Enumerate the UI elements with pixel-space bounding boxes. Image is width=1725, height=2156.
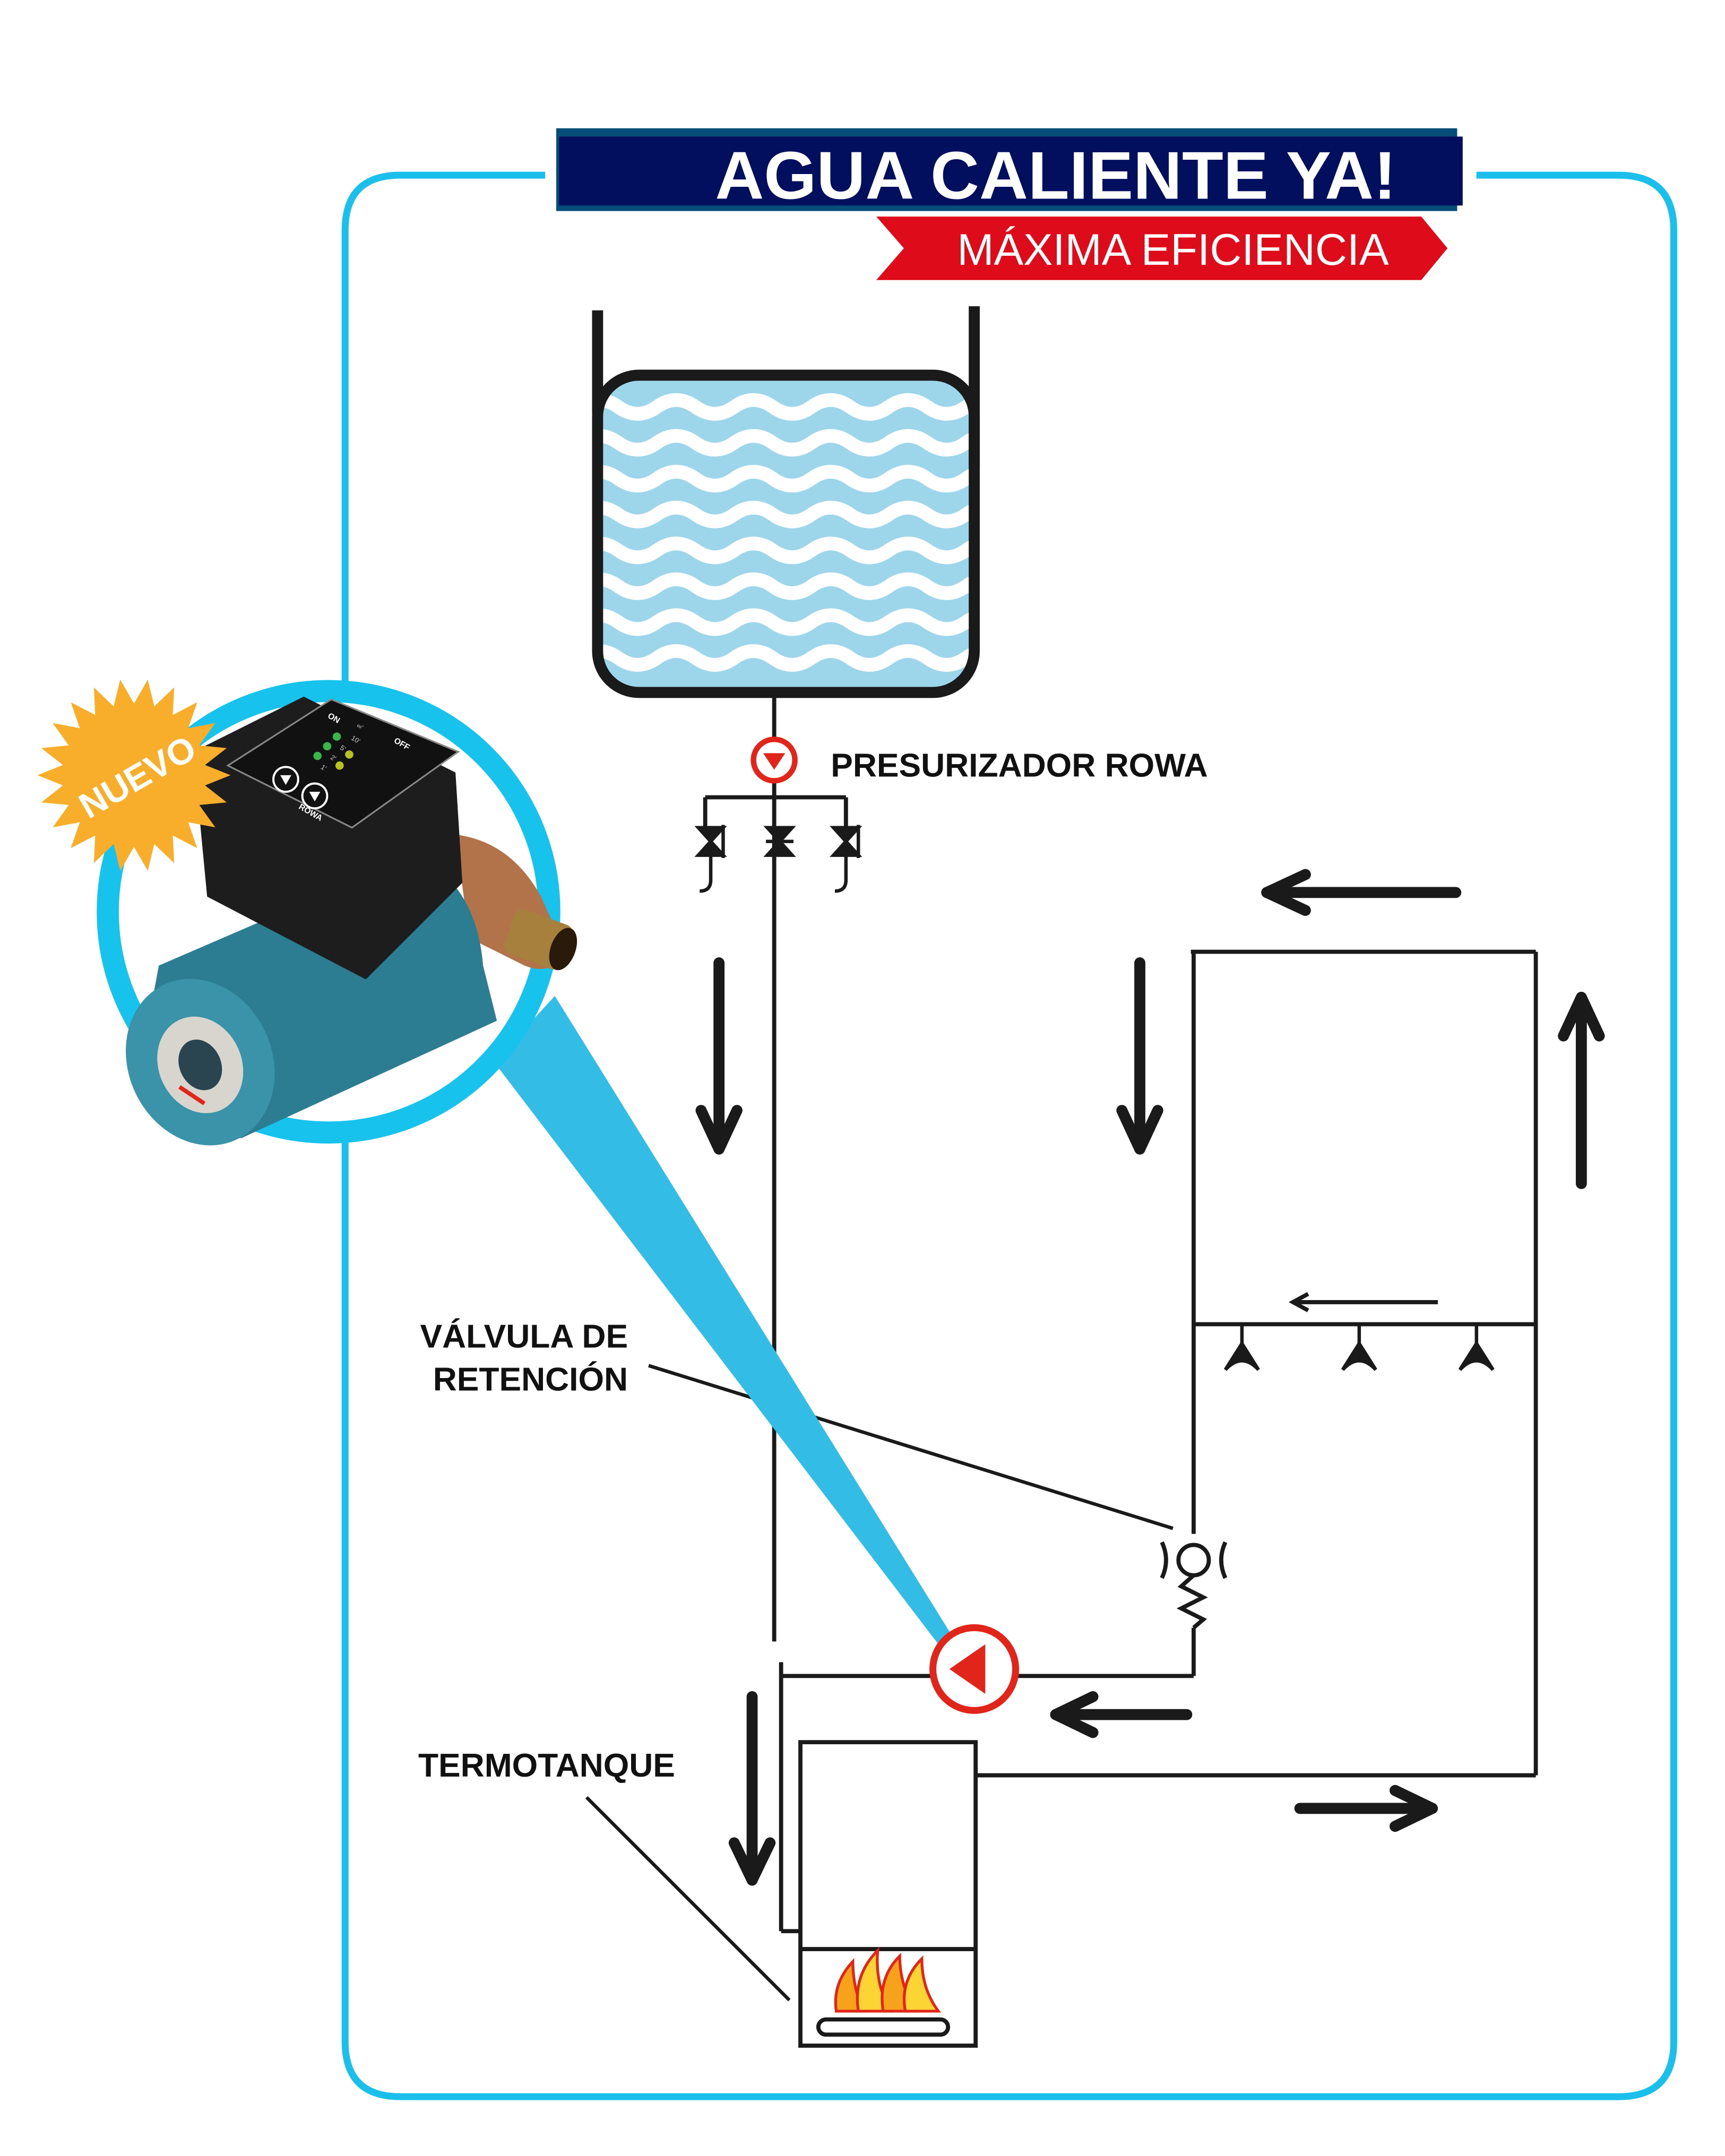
manifold-valves (694, 825, 862, 893)
circulation-pump-icon (929, 1624, 1020, 1714)
wave (601, 429, 970, 457)
wave (601, 644, 970, 672)
water-tank (592, 306, 980, 698)
arrow-left-icon (1288, 1292, 1438, 1312)
frame-border (341, 171, 1677, 2100)
arrow-down-icon (695, 957, 743, 1155)
wave (601, 500, 970, 529)
new-badge: NUEVO (37, 679, 231, 871)
wave (601, 536, 970, 565)
subtitle: MÁXIMA EFICIENCIA (957, 225, 1389, 274)
product-pump-image: ON OFF ∞' 10' 5' 2' 1' ROWA (126, 696, 577, 1146)
pressurizer-pump-icon (751, 737, 798, 784)
wave (601, 572, 970, 600)
water-heater-leader (585, 1796, 791, 2002)
arrow-right-icon (1294, 1785, 1438, 1832)
panel-timer-10: 10' (350, 734, 361, 745)
shower-heads (1223, 1324, 1495, 1371)
pipes (703, 696, 1538, 1934)
arrow-left-icon (1050, 1691, 1193, 1738)
wave (601, 608, 970, 636)
arrow-down-icon (728, 1691, 776, 1886)
check-valve-icon (1160, 1541, 1228, 1630)
arrow-up-icon (1558, 992, 1605, 1189)
water-heater (798, 1740, 978, 2048)
flow-arrows (695, 869, 1605, 1886)
page-title: AGUA CALIENTE YA! (715, 137, 1396, 213)
burner (816, 2017, 951, 2037)
check-valve-label-2: RETENCIÓN (433, 1361, 628, 1398)
wave (601, 393, 970, 421)
subtitle-banner: MÁXIMA EFICIENCIA (876, 217, 1448, 280)
arrow-down-icon (1116, 957, 1163, 1155)
flame-icon (834, 1946, 942, 2013)
arrow-left-icon (1261, 869, 1462, 916)
check-valve-label-1: VÁLVULA DE (420, 1318, 628, 1355)
wave (601, 465, 970, 492)
check-valve-leader (648, 1364, 1174, 1530)
pressurizer-label: PRESURIZADOR ROWA (831, 748, 1208, 784)
title-banner: AGUA CALIENTE YA! (556, 128, 1463, 213)
water-heater-label: TERMOTANQUE (418, 1747, 675, 1784)
callout-beam (494, 995, 952, 1644)
